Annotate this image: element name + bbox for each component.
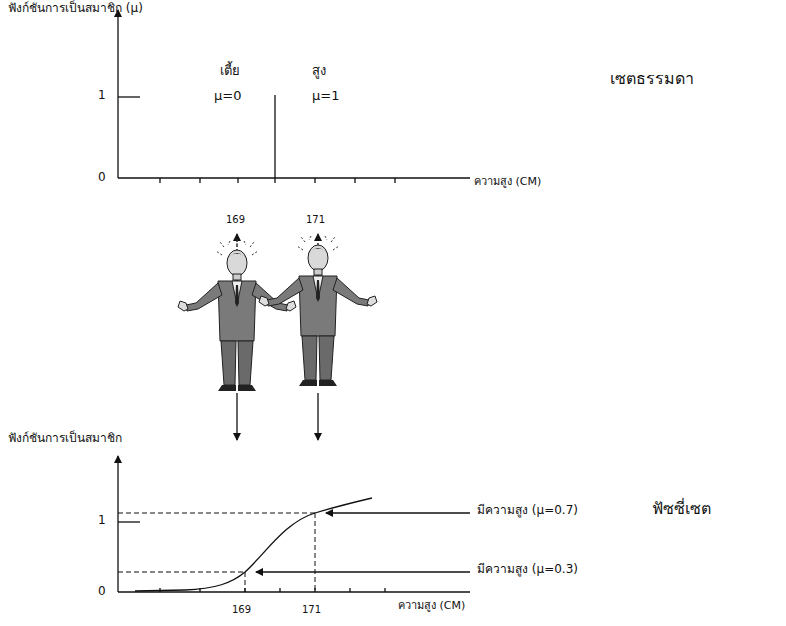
tick-line: [118, 521, 140, 522]
axis-title: ความสูง (CM): [474, 176, 541, 189]
membership-value: μ=0: [214, 89, 241, 104]
pointer-arrow: [326, 512, 470, 513]
set-label: สูง: [312, 64, 326, 79]
x-axis: [118, 591, 470, 592]
chart-title: เซตธรรมดา: [610, 70, 694, 88]
man-figure: [178, 239, 296, 391]
man-figure: [259, 234, 377, 386]
axis-value: 169: [226, 214, 245, 226]
dashed-guide: [118, 572, 245, 573]
axis-title: ฟังก์ชันการเป็นสมาชิก: [8, 432, 122, 446]
pointer-arrow: [236, 393, 237, 440]
membership-note: มีความสูง (μ=0.3): [477, 563, 578, 577]
membership-value: μ=1: [312, 89, 339, 104]
dashed-guide: [118, 513, 315, 514]
dashed-guide: [315, 513, 316, 592]
pointer-arrow: [256, 571, 470, 572]
axis-value: 171: [302, 604, 321, 616]
membership-curve: [135, 498, 372, 591]
tick-marks: [160, 178, 395, 183]
dashed-guide: [245, 572, 246, 592]
set-label: เตี้ย: [220, 64, 240, 79]
axis-value: 1: [98, 89, 106, 103]
axis-title: ฟังก์ชันการเป็นสมาชิก (μ): [8, 2, 143, 16]
axis-value: 1: [98, 514, 106, 528]
axis-value: 0: [98, 585, 106, 599]
y-axis: [117, 10, 118, 178]
chart-title: ฟัซซี่เซต: [652, 500, 711, 518]
step-line: [274, 95, 275, 178]
tick-line: [118, 96, 140, 97]
axis-value: 169: [232, 604, 251, 616]
membership-note: มีความสูง (μ=0.7): [477, 504, 578, 518]
axis-value: 0: [98, 171, 106, 185]
x-axis: [118, 177, 470, 178]
pointer-arrow: [317, 393, 318, 440]
axis-title: ความสูง (CM): [398, 600, 465, 613]
axis-value: 171: [306, 214, 325, 226]
